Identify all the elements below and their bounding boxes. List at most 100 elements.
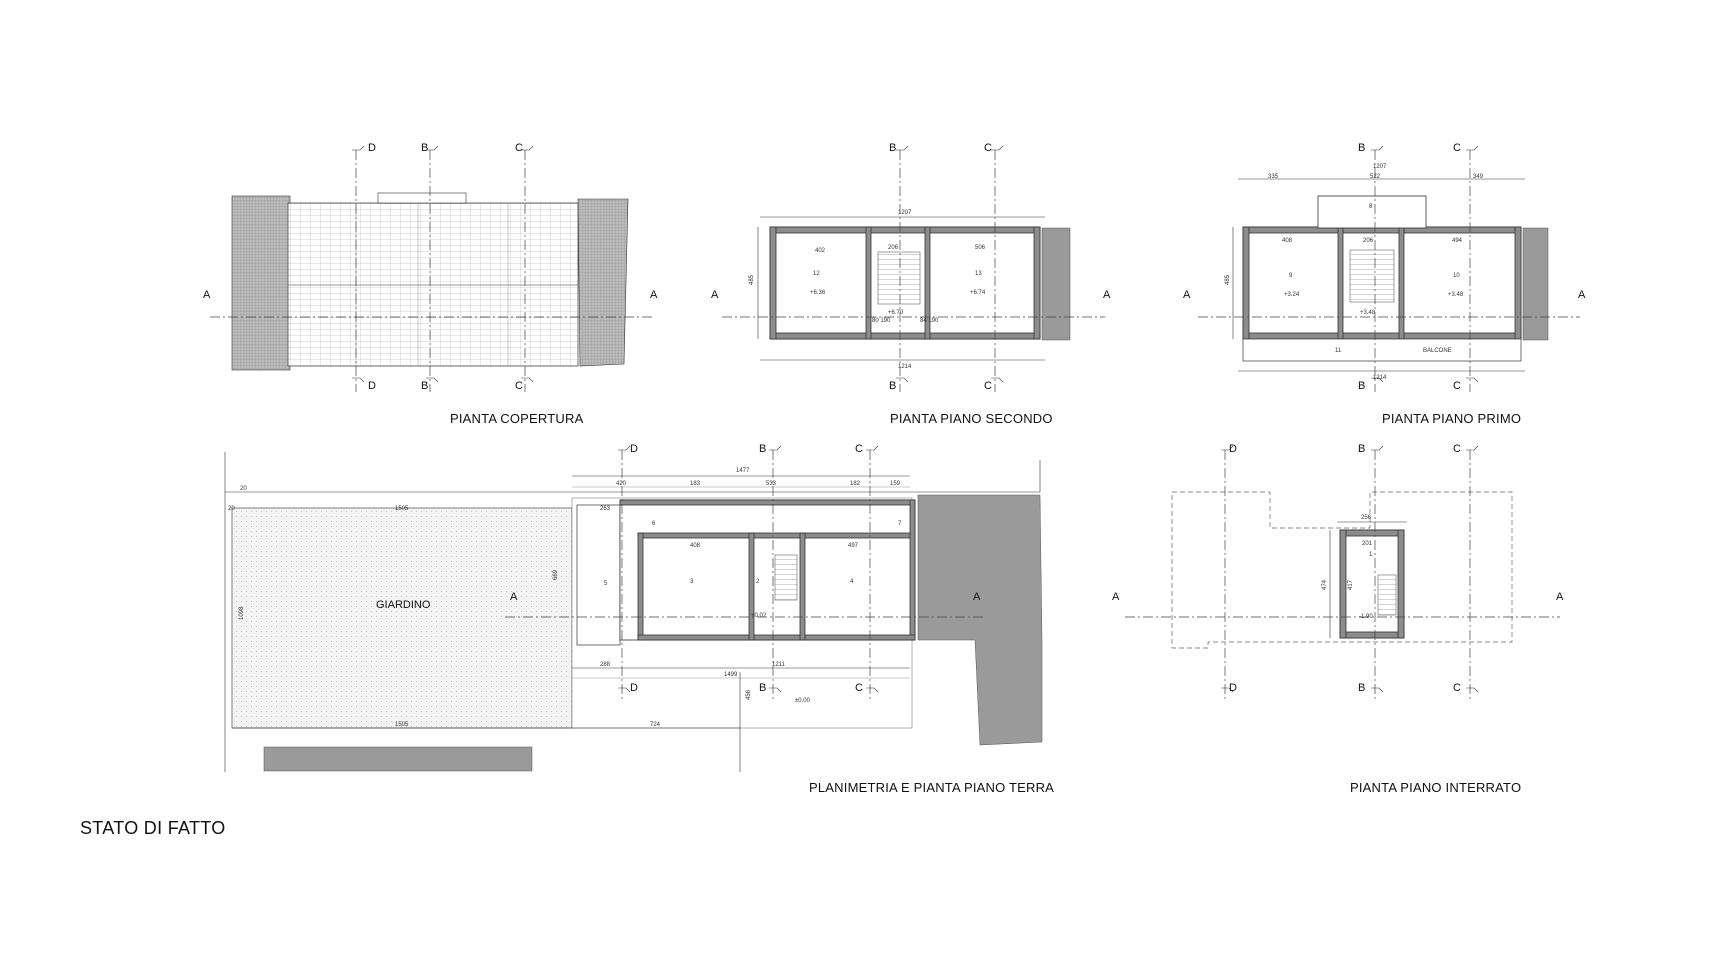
roof-sec-d-bot: D bbox=[368, 380, 376, 392]
roof-sec-b-bot: B bbox=[421, 380, 428, 392]
basement-stairs bbox=[1377, 574, 1397, 616]
basement-sec-c-bot: C bbox=[1453, 682, 1461, 694]
ground-garden-width-bottom: 1505 bbox=[395, 722, 409, 728]
basement-inner-width: 201 bbox=[1362, 541, 1373, 547]
ground-garden-bottom-right: 724 bbox=[650, 722, 661, 728]
ground-portico-depth: 669 bbox=[553, 569, 559, 580]
ground-bottom-left: 288 bbox=[600, 662, 611, 668]
basement-sec-a-right: A bbox=[1556, 591, 1564, 603]
ground-floor-plan: 1477 420 183 533 182 159 1505 1505 724 2… bbox=[224, 443, 1043, 772]
roof-plan: D B C D B C A A bbox=[203, 142, 658, 392]
first-stair-level: +3.48 bbox=[1360, 310, 1376, 316]
second-door-right: 84 190 bbox=[920, 318, 939, 324]
basement-depth: 474 bbox=[1322, 579, 1328, 590]
basement-inner-depth: 417 bbox=[1348, 579, 1354, 590]
basement-top-width: 256 bbox=[1361, 515, 1372, 521]
second-sec-c-top: C bbox=[984, 142, 992, 154]
ground-site-level: ±0.00 bbox=[795, 698, 811, 704]
second-sec-b-top: B bbox=[889, 142, 896, 154]
first-balcony-label: BALCONE bbox=[1423, 348, 1452, 354]
ground-plot-offset: 20 bbox=[240, 486, 247, 492]
ground-adjacent-building bbox=[917, 494, 1043, 746]
first-floor-plan: 1207 335 522 349 1214 485 408 494 206 9 … bbox=[1183, 142, 1586, 392]
roof-sec-b-top: B bbox=[421, 142, 428, 154]
second-sec-a-left: A bbox=[711, 289, 719, 301]
ground-sec-d-top: D bbox=[630, 443, 638, 455]
caption-basement: PIANTA PIANO INTERRATO bbox=[1350, 780, 1522, 795]
ground-sec-c-top: C bbox=[855, 443, 863, 455]
ground-hall-level: +0.02 bbox=[751, 613, 767, 619]
roof-sec-c-top: C bbox=[515, 142, 523, 154]
ground-overall-top: 1477 bbox=[736, 468, 750, 474]
roof-sec-c-bot: C bbox=[515, 380, 523, 392]
basement-sec-c-top: C bbox=[1453, 443, 1461, 455]
first-balcony bbox=[1242, 338, 1522, 362]
basement-sec-b-bot: B bbox=[1358, 682, 1365, 694]
caption-ground-floor: PLANIMETRIA E PIANTA PIANO TERRA bbox=[809, 780, 1055, 795]
second-adjacent-roof bbox=[1041, 227, 1071, 341]
first-stair-width: 206 bbox=[1363, 238, 1374, 244]
portico bbox=[576, 504, 621, 646]
ground-side-depth: 456 bbox=[746, 689, 752, 700]
second-stair-width: 206 bbox=[888, 245, 899, 251]
second-overall-top: 1207 bbox=[898, 210, 912, 216]
second-room-left-level: +6.36 bbox=[810, 290, 826, 296]
first-landing-box bbox=[1317, 195, 1427, 229]
second-stairs bbox=[877, 251, 921, 305]
roof-sec-a-left: A bbox=[203, 289, 211, 301]
caption-roof-plan: PIANTA COPERTURA bbox=[450, 411, 584, 426]
ground-sec-c-bot: C bbox=[855, 682, 863, 694]
ground-store-no: 6 bbox=[652, 521, 656, 527]
ground-sec-a-left: A bbox=[510, 591, 518, 603]
ground-seg-a: 183 bbox=[690, 481, 701, 487]
roof-ridge-vent bbox=[377, 192, 467, 204]
ground-wc-no: 7 bbox=[898, 521, 902, 527]
basement-sec-d-bot: D bbox=[1229, 682, 1237, 694]
first-balcony-no: 11 bbox=[1335, 348, 1342, 354]
ground-room-left-no: 3 bbox=[690, 579, 694, 585]
ground-room-right-no: 4 bbox=[850, 579, 854, 585]
ground-overall-bottom: 1211 bbox=[772, 662, 786, 668]
first-adjacent-roof bbox=[1522, 227, 1549, 341]
roof-sec-d-top: D bbox=[368, 142, 376, 154]
roof-left-pitch bbox=[231, 195, 291, 371]
sheet-title: STATO DI FATTO bbox=[80, 818, 226, 838]
first-room-left-level: +3.24 bbox=[1284, 292, 1300, 298]
first-room-right-no: 10 bbox=[1453, 273, 1460, 279]
neighbour-building bbox=[263, 746, 533, 772]
second-stair-level: +6.70 bbox=[888, 310, 904, 316]
second-height: 485 bbox=[749, 274, 755, 285]
second-overall-bottom: 1214 bbox=[898, 364, 912, 370]
first-overall-bottom: 1214 bbox=[1373, 375, 1387, 381]
caption-first-floor: PIANTA PIANO PRIMO bbox=[1382, 411, 1522, 426]
first-sec-c-top: C bbox=[1453, 142, 1461, 154]
first-landing-no: 8 bbox=[1369, 204, 1373, 210]
first-seg-right: 349 bbox=[1473, 174, 1484, 180]
ground-room-right-width: 497 bbox=[848, 543, 859, 549]
ground-bottom-total: 1499 bbox=[724, 672, 738, 678]
first-seg-left: 335 bbox=[1268, 174, 1279, 180]
second-room-left-width: 402 bbox=[815, 248, 826, 254]
first-overall-top: 1207 bbox=[1373, 164, 1387, 170]
caption-second-floor: PIANTA PIANO SECONDO bbox=[890, 411, 1053, 426]
ground-room-left-width: 408 bbox=[690, 543, 701, 549]
first-height: 485 bbox=[1225, 274, 1231, 285]
first-sec-b-bot: B bbox=[1358, 380, 1365, 392]
ground-sec-b-top: B bbox=[759, 443, 766, 455]
basement-sec-b-top: B bbox=[1358, 443, 1365, 455]
second-room-right-level: +6.74 bbox=[970, 290, 986, 296]
ground-seg-right: 159 bbox=[890, 481, 901, 487]
first-sec-a-left: A bbox=[1183, 289, 1191, 301]
second-floor-plan: 1207 1214 485 402 506 206 12 +6.36 13 +6… bbox=[711, 142, 1111, 392]
roof-right-pitch bbox=[577, 198, 629, 367]
ground-plot-offset-2: 20 bbox=[228, 506, 235, 512]
ground-sec-b-bot: B bbox=[759, 682, 766, 694]
first-room-left-no: 9 bbox=[1289, 273, 1293, 279]
second-sec-c-bot: C bbox=[984, 380, 992, 392]
garden-area bbox=[231, 507, 573, 729]
first-stairs bbox=[1349, 249, 1395, 303]
ground-garden-label: GIARDINO bbox=[376, 599, 431, 611]
ground-hall-no: 2 bbox=[756, 579, 760, 585]
